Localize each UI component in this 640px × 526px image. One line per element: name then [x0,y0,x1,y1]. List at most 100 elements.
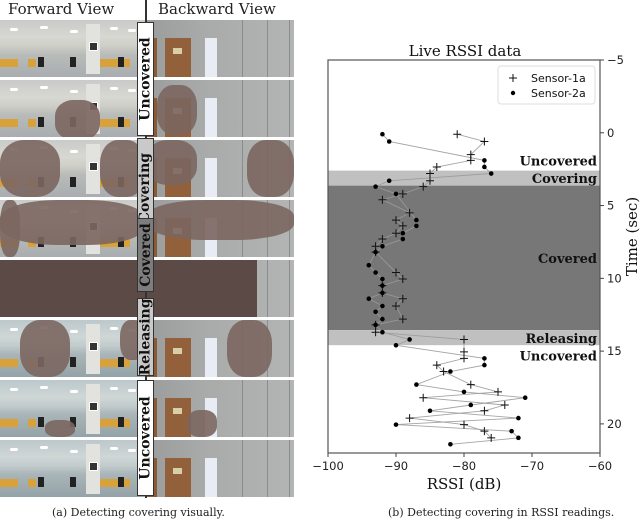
marker-plus [405,208,414,217]
band-covering [328,170,600,186]
backward-view-image [147,20,294,77]
photo-row [0,140,294,197]
x-tick-label: −60 [588,459,612,473]
marker-plus [405,414,414,423]
marker-plus [480,406,489,415]
legend-box [497,65,596,105]
forward-view-header: Forward View [8,0,115,18]
marker-plus [426,176,434,185]
band-annotation: Releasing [525,332,597,347]
marker-dot [414,223,419,229]
marker-dot [393,422,399,427]
state-label-covered: Covered [137,218,154,292]
x-axis-label: RSSI (dB) [427,475,502,493]
marker-dot [448,369,453,374]
marker-dot [461,389,467,395]
marker-dot [427,408,433,414]
caption-a: (a) Detecting covering visually. [52,506,225,519]
y-tick-label: 5 [607,199,614,213]
forward-view-image [0,80,145,137]
state-label-uncovered: Uncovered [137,380,154,496]
marker-dot [373,184,378,189]
y-tick-label: 20 [607,417,622,431]
marker-dot [373,309,378,315]
photo-row [0,440,294,497]
marker-plus [419,182,428,191]
marker-dot [380,290,385,296]
backward-view-image [147,380,294,437]
marker-plus [432,361,441,370]
y-axis-label: Time (sec) [623,197,640,276]
marker-dot [482,362,487,368]
band-annotation: Uncovered [520,349,597,364]
backward-view-image [147,80,294,137]
marker-dot [482,356,487,361]
band-uncovered [328,345,600,453]
y-tick-label: 10 [607,271,622,285]
marker-dot [509,428,514,434]
marker-plus [378,235,387,244]
backward-view-image [147,440,294,497]
legend-marker-dot [510,90,516,96]
marker-plus [392,301,400,310]
band-annotation: Uncovered [520,154,597,169]
marker-dot [516,415,521,421]
marker-dot [366,296,372,302]
forward-view-image [0,380,145,437]
photo-row [0,320,294,377]
marker-plus [392,229,400,238]
photo-row [0,80,294,137]
marker-dot [380,283,385,288]
legend-marker-plus [509,74,517,82]
marker-plus [453,130,462,139]
state-label-releasing: Releasing [137,298,154,376]
marker-plus [378,195,387,204]
marker-dot [448,441,453,447]
caption-b: (b) Detecting covering in RSSI readings. [388,506,615,519]
forward-view-image [0,260,145,317]
marker-plus [480,427,489,436]
series-line-sensor-2a [367,133,526,445]
marker-dot [407,337,412,342]
marker-plus [426,169,434,178]
x-tick-label: −70 [520,459,544,473]
marker-plus [398,275,407,284]
marker-dot [380,131,385,137]
marker-plus [398,189,407,198]
marker-dot [380,276,385,282]
photo-strip-grid [0,20,294,498]
marker-plus [487,433,496,442]
marker-plus [466,156,475,165]
marker-dot [366,262,372,268]
marker-plus [500,400,509,409]
marker-dot [414,217,419,223]
backward-view-image [147,260,294,317]
marker-dot [380,316,385,322]
chart-title: Live RSSI data [408,42,522,60]
band-annotation: Covering [532,172,597,187]
marker-dot [373,249,378,255]
marker-dot [468,402,474,408]
marker-plus [460,335,468,344]
y-tick-label: −5 [607,53,624,67]
photo-row [0,380,294,437]
forward-view-image [0,440,145,497]
marker-dot [400,230,406,236]
marker-dot [522,395,528,400]
state-label-uncovered: Uncovered [137,22,154,136]
marker-dot [386,139,392,144]
marker-plus [419,393,428,402]
marker-dot [373,270,378,275]
marker-plus [480,137,489,146]
forward-view-image [0,20,145,77]
marker-dot [400,236,406,242]
marker-dot [488,171,494,176]
marker-plus [460,420,468,429]
marker-dot [380,303,385,309]
marker-plus [398,221,407,230]
y-tick-label: 15 [607,344,622,358]
backward-view-image [147,140,294,197]
marker-plus [398,315,407,324]
marker-dot [380,244,385,249]
legend-label: Sensor-2a [531,87,586,100]
